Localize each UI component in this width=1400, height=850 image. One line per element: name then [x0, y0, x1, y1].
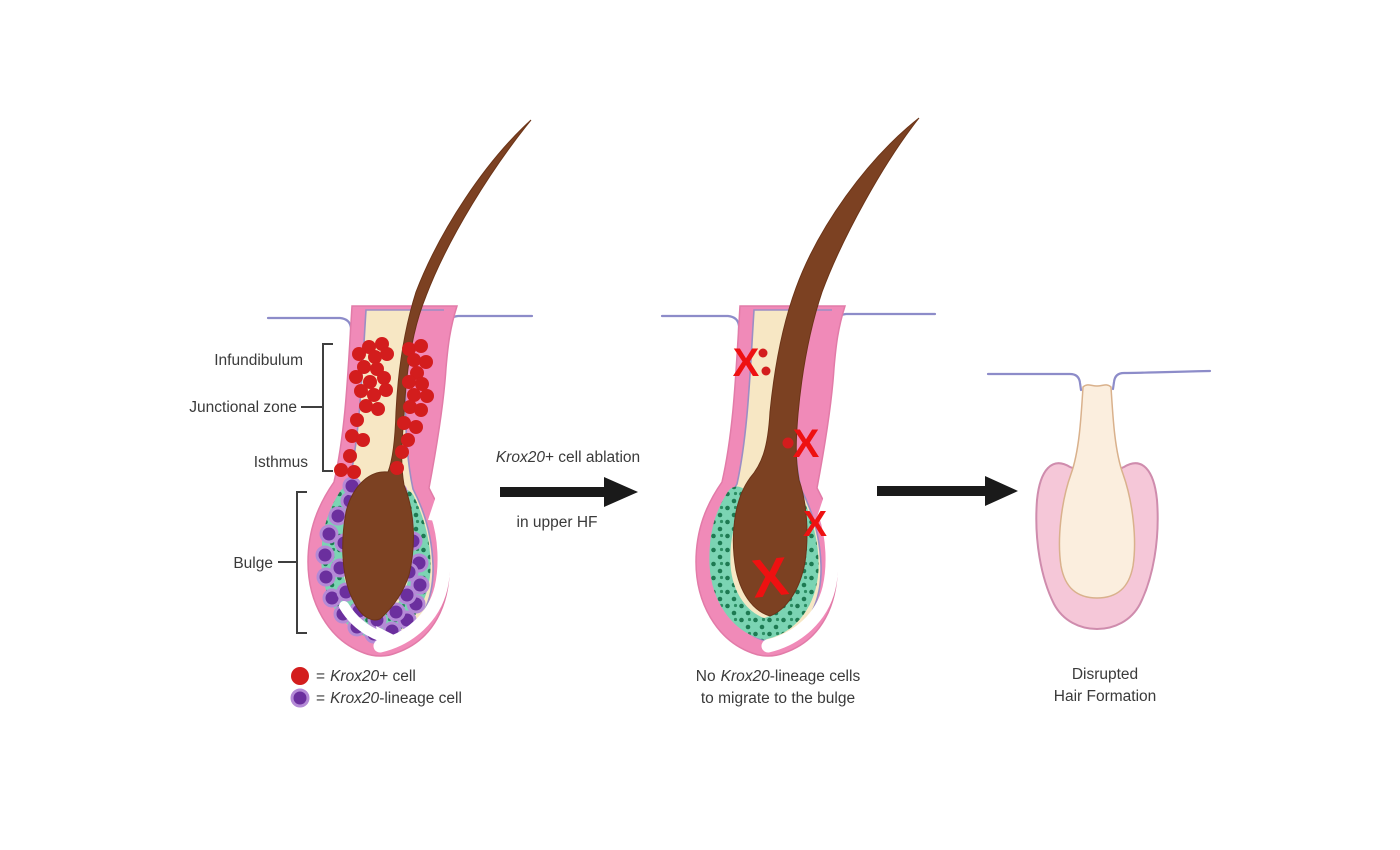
krox20-cell-icon	[414, 339, 428, 353]
krox20-cell-icon	[397, 416, 411, 430]
upper-regions-bracket	[322, 343, 333, 472]
label-isthmus: Isthmus	[254, 454, 309, 471]
disrupted-follicle-diagram	[986, 369, 1212, 631]
krox20-cell-icon	[347, 465, 361, 479]
krox20-cell-icon	[409, 420, 423, 434]
ablated-follicle-diagram: X X X X	[660, 117, 937, 657]
ablation-x-icon: X	[733, 341, 760, 385]
label-bulge: Bulge	[233, 555, 273, 572]
bulge-bracket	[296, 491, 307, 634]
krox20-cell-icon	[334, 463, 348, 477]
skin-surface-line	[1111, 369, 1212, 391]
residual-krox20-cells	[758, 348, 794, 449]
krox20-cell-icon	[357, 360, 371, 374]
krox20-cell-icon	[352, 347, 366, 361]
label-junctional-zone: Junctional zone	[189, 399, 297, 416]
ablation-transition: Krox20+ cell ablation in upper HF	[496, 449, 640, 531]
lineage-cell-icon	[386, 602, 406, 622]
krox20-cells-group	[334, 337, 434, 479]
lineage-cell-icon	[316, 567, 336, 587]
krox20-cell-icon	[415, 377, 429, 391]
ablation-marks: X X X X	[733, 341, 827, 610]
krox20-cell-icon	[380, 347, 394, 361]
lineage-cell-icon	[410, 575, 430, 595]
lineage-cell-icon	[319, 524, 339, 544]
krox20-cell-icon	[402, 342, 416, 356]
krox20-cell-icon	[403, 400, 417, 414]
skin-surface-line	[445, 314, 534, 334]
legend: =Krox20+ cell =Krox20-lineage cell	[290, 667, 462, 708]
krox20-cell-icon	[367, 388, 381, 402]
krox20-cell-icon	[343, 449, 357, 463]
ablation-x-icon: X	[749, 546, 791, 609]
lineage-cell-legend-icon	[290, 688, 310, 708]
ablation-x-icon: X	[803, 503, 827, 544]
krox20-cell-icon	[349, 370, 363, 384]
krox20-cell-icon	[354, 384, 368, 398]
krox20-cell-icon	[368, 350, 382, 364]
krox20-cell-icon	[761, 366, 771, 376]
disrupted-follicle-body	[1058, 384, 1136, 599]
krox20-cell-icon	[356, 433, 370, 447]
right-arrow-icon	[877, 476, 1018, 506]
middle-caption-line2: to migrate to the bulge	[701, 690, 855, 707]
right-arrow-icon	[500, 477, 638, 507]
krox20-cell-icon	[345, 429, 359, 443]
krox20-cell-icon	[379, 383, 393, 397]
krox20-cell-icon	[390, 461, 404, 475]
ablation-label: Krox20+ cell ablation	[496, 449, 640, 466]
krox20-cell-legend-icon	[291, 667, 309, 685]
skin-surface-line	[986, 372, 1083, 392]
krox20-cell-icon	[371, 402, 385, 416]
skin-surface-line	[833, 312, 937, 332]
legend-lineage-cell: =Krox20-lineage cell	[316, 690, 462, 707]
krox20-cell-icon	[350, 413, 364, 427]
krox20-cell-icon	[407, 388, 421, 402]
right-caption-line2: Hair Formation	[1054, 688, 1157, 705]
krox20-cell-icon	[758, 348, 768, 358]
krox20-cell-icon	[419, 355, 433, 369]
krox20-cell-icon	[402, 375, 416, 389]
right-caption: Disrupted Hair Formation	[1054, 666, 1157, 705]
skin-surface-line	[660, 314, 741, 334]
krox20-cell-icon	[414, 403, 428, 417]
region-labels: Infundibulum Junctional zone Isthmus Bul…	[189, 343, 333, 634]
lineage-cell-icon	[315, 545, 335, 565]
krox20-cell-icon	[410, 366, 424, 380]
krox20-cell-icon	[359, 399, 373, 413]
legend-krox20-cell: =Krox20+ cell	[316, 668, 416, 685]
krox20-cell-icon	[377, 371, 391, 385]
migration-arrow-icon	[339, 601, 398, 649]
hair-shaft	[732, 117, 920, 617]
right-caption-line1: Disrupted	[1072, 666, 1138, 683]
ablation-x-icon: X	[793, 422, 820, 466]
skin-surface-line	[266, 316, 353, 336]
krox20-cell-icon	[420, 389, 434, 403]
krox20-cell-icon	[407, 353, 421, 367]
hair-shaft	[342, 119, 532, 621]
krox20-cell-icon	[395, 445, 409, 459]
ablation-sublabel: in upper HF	[517, 514, 598, 531]
krox20-cell-icon	[401, 433, 415, 447]
krox20-cell-icon	[363, 375, 377, 389]
krox20-cell-icon	[782, 437, 794, 449]
lineage-cell-icon	[328, 506, 348, 526]
label-infundibulum: Infundibulum	[214, 352, 303, 369]
healthy-follicle-diagram	[266, 119, 534, 657]
